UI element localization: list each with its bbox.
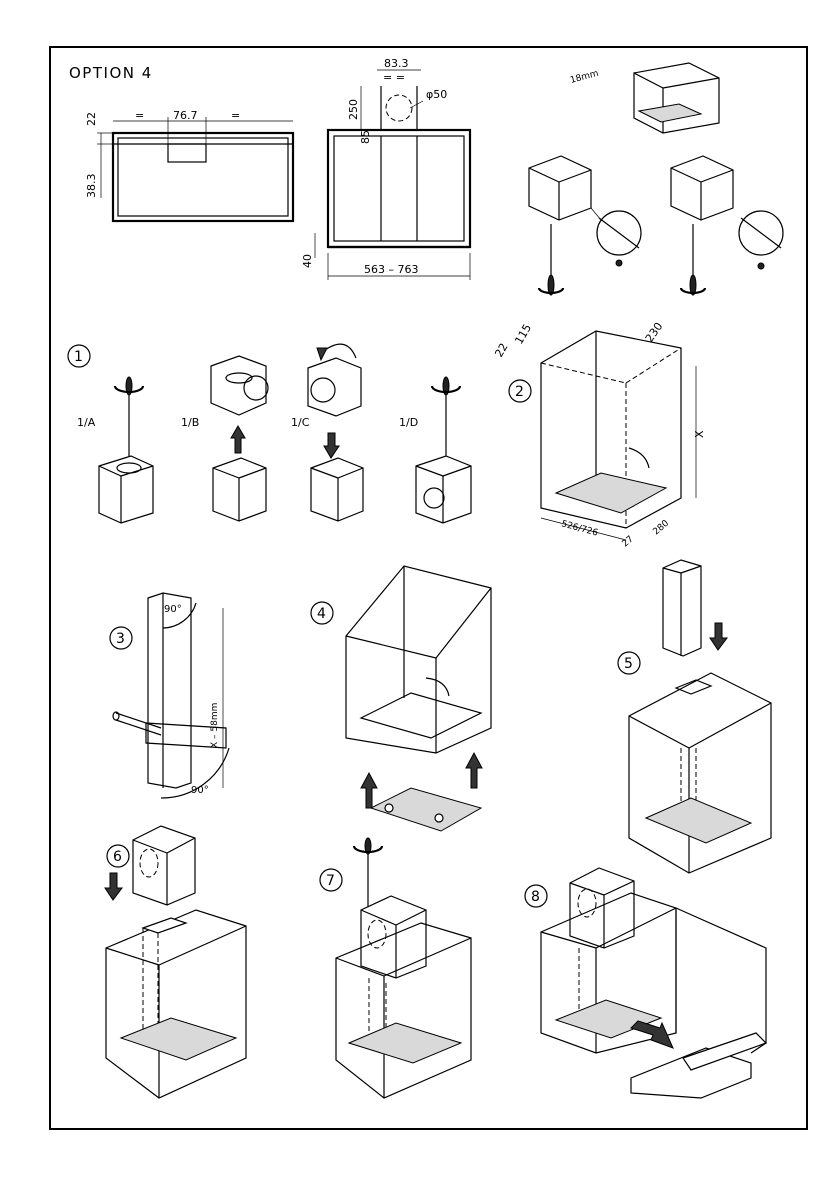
instruction-sheet: OPTION 4 = 76.7 = 22 38.3 83.3 = = φ50 2… (49, 46, 808, 1130)
dim-eq-right: = (231, 109, 240, 122)
angle-90-top: 90° (164, 604, 182, 615)
step-8-number: 8 (531, 889, 540, 905)
step-6: 6 (104, 825, 247, 1099)
dim-250: 250 (347, 99, 360, 120)
step-7: 7 (319, 837, 472, 1099)
dim-x-58mm: X – 58mm (210, 703, 220, 748)
top-view-drawing: = 76.7 = 22 38.3 (85, 109, 295, 223)
dim-27: 27 (621, 534, 636, 549)
dim-40: 40 (301, 254, 314, 268)
dim-76-7: 76.7 (173, 109, 198, 122)
front-view-drawing: 83.3 = = φ50 250 85 40 563 – 763 (301, 57, 472, 280)
assembly-diagram: OPTION 4 = 76.7 = 22 38.3 83.3 = = φ50 2… (67, 57, 784, 1099)
step-1d-label: 1/D (399, 416, 418, 429)
step-5: 5 (617, 559, 772, 874)
bracket-detail-top: 18mm (569, 62, 720, 134)
step-7-number: 7 (326, 873, 335, 889)
step-5-number: 5 (624, 656, 633, 672)
step-1c-label: 1/C (291, 416, 310, 429)
dim-85: 85 (359, 130, 372, 144)
dim-563-763: 563 – 763 (364, 263, 418, 276)
angle-90-bottom: 90° (191, 785, 209, 796)
bracket-detail-right (670, 155, 784, 296)
step-6-number: 6 (113, 849, 122, 865)
dim-eq-left: = (135, 109, 144, 122)
step-4-number: 4 (317, 606, 326, 622)
option-title: OPTION 4 (69, 64, 153, 82)
step-3-number: 3 (116, 631, 125, 647)
step-1a-label: 1/A (77, 416, 96, 429)
dim-83-3: 83.3 (384, 57, 409, 70)
step-2: 2 22 115 230 X 526/726 280 27 (492, 320, 706, 549)
dim-eq-pair: = = (383, 71, 405, 84)
step-3: 3 90° X – 58mm 90° (109, 592, 230, 799)
dim-38-3: 38.3 (85, 174, 98, 199)
step-2-number: 2 (515, 384, 524, 400)
dim-phi50: φ50 (426, 88, 447, 101)
dim-22-step2: 22 (492, 341, 510, 360)
dim-x-height: X (693, 430, 706, 438)
dim-526-726: 526/726 (560, 519, 599, 538)
step-1-number: 1 (74, 349, 83, 365)
bracket-detail-left (528, 155, 642, 296)
step-8: 8 (524, 867, 768, 1099)
dim-280: 280 (652, 518, 672, 537)
step-4: 4 (310, 565, 492, 832)
dim-115: 115 (512, 322, 534, 347)
step-1: 1 1/A 1/B 1/C 1/D (67, 343, 472, 524)
dim-22: 22 (85, 112, 98, 126)
dim-18mm: 18mm (569, 69, 600, 86)
step-1b-label: 1/B (181, 416, 199, 429)
